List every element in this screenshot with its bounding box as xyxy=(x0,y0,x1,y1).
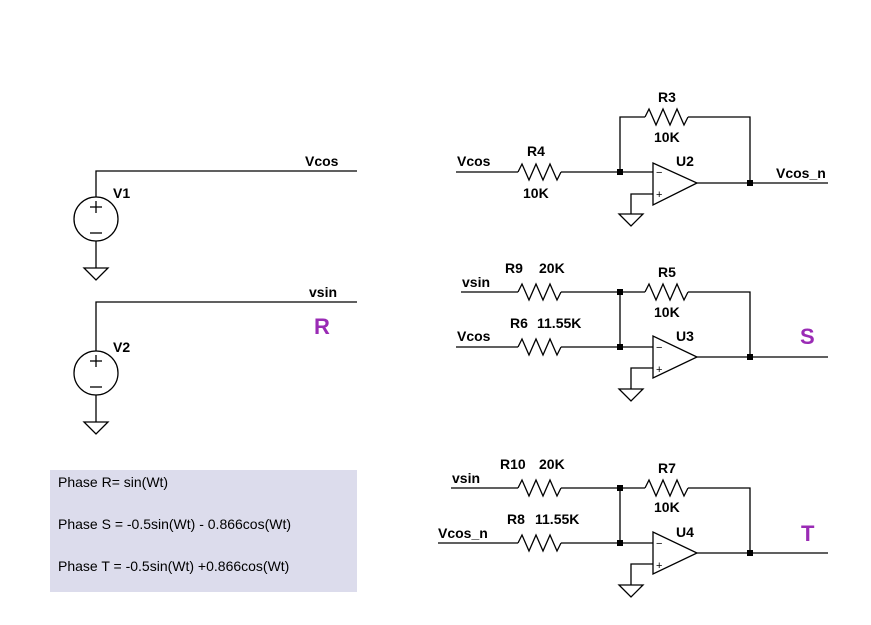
net-label-vcos: Vcos xyxy=(457,153,491,169)
resistor-r4-value: 10K xyxy=(523,185,549,201)
opamp-u4 xyxy=(652,530,699,576)
ground-icon xyxy=(617,584,645,598)
resistor-r4 xyxy=(517,162,562,182)
resistor-r3-value: 10K xyxy=(654,129,680,145)
ground-icon xyxy=(617,388,645,402)
phase-equations-note: Phase R= sin(Wt) Phase S = -0.5sin(Wt) -… xyxy=(50,470,357,592)
resistor-r6-name: R6 xyxy=(510,315,528,331)
resistor-r5 xyxy=(644,282,689,302)
resistor-r5-value: 10K xyxy=(654,304,680,320)
resistor-r8 xyxy=(517,533,562,553)
opamp-u3-name: U3 xyxy=(676,328,694,344)
opamp-plus-mark: + xyxy=(656,364,662,376)
stage-u2 xyxy=(456,107,828,227)
phase-label-t: T xyxy=(801,521,815,546)
net-label-vcos: Vcos xyxy=(305,153,339,169)
resistor-r9-value: 20K xyxy=(539,260,565,276)
junction-dot xyxy=(747,354,753,360)
resistor-r6 xyxy=(517,337,562,357)
junction-dot xyxy=(747,550,753,556)
stage-u4 xyxy=(438,478,828,598)
stage-u3 xyxy=(456,282,828,402)
resistor-r10-name: R10 xyxy=(500,456,526,472)
resistor-r6-value: 11.55K xyxy=(537,315,581,331)
junction-dot xyxy=(617,169,623,175)
resistor-r7 xyxy=(644,478,689,498)
resistor-r10 xyxy=(517,478,562,498)
resistor-r8-name: R8 xyxy=(507,511,525,527)
phase-label-s: S xyxy=(800,324,815,349)
junction-dot xyxy=(747,180,753,186)
junction-dot xyxy=(617,289,623,295)
phase-t-equation: Phase T = -0.5sin(Wt) +0.866cos(Wt) xyxy=(58,558,290,574)
opamp-minus-mark: − xyxy=(656,342,662,354)
source-v1-name: V1 xyxy=(113,185,130,201)
resistor-r9 xyxy=(517,282,562,302)
resistor-r5-name: R5 xyxy=(658,264,676,280)
opamp-minus-mark: − xyxy=(656,167,662,179)
resistor-r10-value: 20K xyxy=(539,456,565,472)
phase-s-equation: Phase S = -0.5sin(Wt) - 0.866cos(Wt) xyxy=(58,516,292,532)
opamp-u2-name: U2 xyxy=(676,153,694,169)
phase-r-equation: Phase R= sin(Wt) xyxy=(58,474,169,490)
wire-vsin xyxy=(95,301,357,351)
net-label-vsin: vsin xyxy=(462,274,490,290)
ground-icon xyxy=(82,267,110,281)
source-v2 xyxy=(73,301,357,435)
wire-vcos xyxy=(95,170,357,197)
opamp-u2 xyxy=(652,161,699,207)
opamp-u4-name: U4 xyxy=(676,524,694,540)
net-label-vsin: vsin xyxy=(452,470,480,486)
resistor-r9-name: R9 xyxy=(505,260,523,276)
resistor-r3 xyxy=(644,107,689,127)
resistor-r7-name: R7 xyxy=(658,460,676,476)
junction-dot xyxy=(617,485,623,491)
net-label-vcos: Vcos xyxy=(457,328,491,344)
phase-label-r: R xyxy=(314,314,330,339)
ground-icon xyxy=(82,421,110,435)
junction-dot xyxy=(617,344,623,350)
resistor-r4-name: R4 xyxy=(527,143,545,159)
junction-dot xyxy=(617,540,623,546)
opamp-minus-mark: − xyxy=(656,538,662,550)
source-v1 xyxy=(73,170,357,281)
resistor-r3-name: R3 xyxy=(658,89,676,105)
opamp-u3 xyxy=(652,334,699,380)
resistor-r7-value: 10K xyxy=(654,499,680,515)
junction-dots xyxy=(617,169,753,556)
source-v2-name: V2 xyxy=(113,339,130,355)
net-label-vcos-n: Vcos_n xyxy=(776,165,826,181)
net-label-vcos-n: Vcos_n xyxy=(438,525,488,541)
net-label-vsin: vsin xyxy=(309,284,337,300)
opamp-plus-mark: + xyxy=(656,189,662,201)
ground-icon xyxy=(617,213,645,227)
opamp-plus-mark: + xyxy=(656,560,662,572)
resistor-r8-value: 11.55K xyxy=(535,511,579,527)
